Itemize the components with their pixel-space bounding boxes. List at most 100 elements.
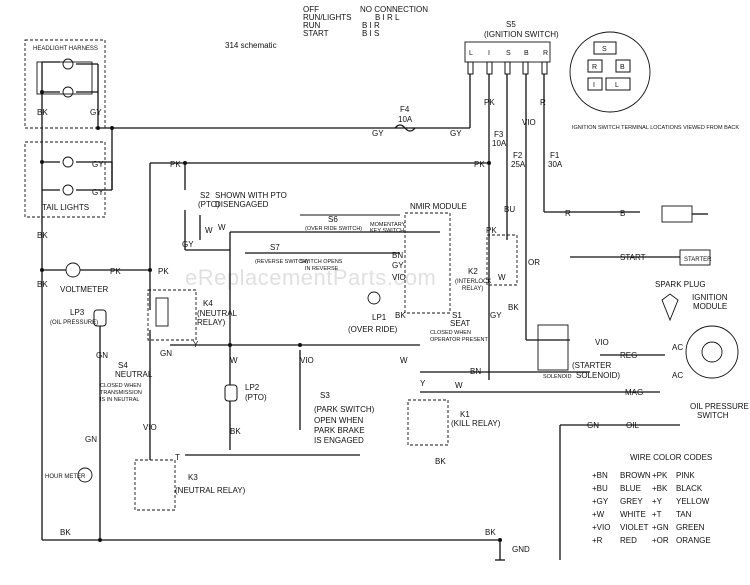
svg-text:IGNITION: IGNITION [692,293,728,302]
legend-right: +PK PINK +BK BLACK +Y YELLOW +T TAN +GN … [652,471,711,545]
svg-text:OPEN WHEN: OPEN WHEN [314,416,364,425]
svg-text:S: S [506,50,511,57]
svg-text:WHITE: WHITE [620,510,646,519]
hour-meter: HOUR METER [45,467,93,483]
svg-text:OR: OR [528,258,540,267]
svg-text:BU: BU [504,205,515,214]
svg-text:BROWN: BROWN [620,471,651,480]
svg-text:MOMENTARY: MOMENTARY [370,222,406,228]
svg-text:SHOWN WITH PTO: SHOWN WITH PTO [215,191,287,200]
svg-text:L: L [615,82,619,89]
svg-text:25A: 25A [511,160,526,169]
svg-text:W: W [205,226,213,235]
svg-text:BK: BK [37,231,48,240]
schematic-title: 314 schematic [225,41,277,50]
s7-reverse-switch: S7 (REVERSE SWITCH) SWITCH OPENS IN REVE… [255,243,343,272]
svg-text:S1: S1 [452,311,462,320]
svg-text:SEAT: SEAT [450,319,470,328]
svg-text:BK: BK [230,427,241,436]
svg-text:BLACK: BLACK [676,484,703,493]
s3-park-switch: S3 (PARK SWITCH) OPEN WHEN PARK BRAKE IS… [314,391,375,445]
svg-text:(NEUTRAL: (NEUTRAL [197,309,238,318]
svg-text:LP2: LP2 [245,383,260,392]
svg-text:GN: GN [96,351,108,360]
svg-text:(IGNITION SWITCH): (IGNITION SWITCH) [484,30,559,39]
lp2-pto-lamp: LP2 (PTO) [224,383,267,402]
svg-text:BK: BK [435,457,446,466]
oil-pressure-switch: OIL PRESSURE SWITCH [690,402,749,420]
svg-text:NEUTRAL: NEUTRAL [115,370,153,379]
svg-text:I: I [488,50,490,57]
svg-text:W: W [218,223,226,232]
svg-text:B I R L: B I R L [375,13,400,22]
svg-text:GY: GY [450,129,462,138]
svg-text:F4: F4 [400,105,410,114]
svg-text:RED: RED [620,536,637,545]
svg-text:(PTO): (PTO) [198,200,220,209]
svg-text:CLOSED WHEN: CLOSED WHEN [100,383,141,389]
svg-text:K1: K1 [460,410,470,419]
svg-text:(REVERSE SWITCH): (REVERSE SWITCH) [255,259,308,265]
svg-text:GN: GN [160,349,172,358]
svg-text:AC: AC [672,371,683,380]
wire-labels: GY GY PK VIO R PK PK BK BK PK PK BU R B … [37,98,643,537]
starter-solenoid: SOLENOID (STARTER SOLENOID) [537,324,620,380]
svg-text:B I S: B I S [362,29,379,38]
svg-text:VIO: VIO [143,423,157,432]
svg-text:STARTER: STARTER [684,257,712,263]
svg-text:W: W [230,356,238,365]
svg-text:GN: GN [587,421,599,430]
svg-text:HOUR METER: HOUR METER [45,474,86,480]
svg-text:IGNITION SWITCH TERMINAL LOCAT: IGNITION SWITCH TERMINAL LOCATIONS VIEWE… [572,125,739,131]
svg-text:GND: GND [512,545,530,554]
svg-text:VIO: VIO [300,356,314,365]
svg-text:OFF: OFF [303,5,319,14]
svg-text:IN REVERSE: IN REVERSE [305,266,339,272]
ignition-back-view: S R B I L IGNITION SWITCH TERMINAL LOCAT… [569,31,739,131]
svg-text:RELAY): RELAY) [462,286,483,292]
svg-text:+T: +T [652,510,662,519]
spark-plug: SPARK PLUG [655,280,706,322]
lp3-oil-pressure-lamp: LP3 (OIL PRESSURE) [50,308,107,327]
svg-text:+GN: +GN [652,523,669,532]
svg-text:VOLTMETER: VOLTMETER [60,285,109,294]
wire-color-codes-legend: WIRE COLOR CODES +BN BROWN +BU BLUE +GY … [592,453,712,545]
svg-text:VIO: VIO [392,273,406,282]
svg-text:K2: K2 [468,267,478,276]
svg-text:GREY: GREY [620,497,643,506]
svg-text:START: START [303,29,329,38]
headlight-harness: HEADLIGHT HARNESS BK GY [24,39,106,129]
svg-text:PK: PK [170,160,181,169]
svg-text:PK: PK [158,267,169,276]
svg-text:R: R [543,50,548,57]
svg-text:W: W [498,273,506,282]
svg-text:B: B [620,209,625,218]
svg-text:S6: S6 [328,215,338,224]
svg-text:S4: S4 [118,361,128,370]
svg-text:ORANGE: ORANGE [676,536,711,545]
k2-interlock-relay: K2 (INTERLOCK RELAY) PK [455,226,518,292]
svg-text:BK: BK [37,280,48,289]
svg-text:(INTERLOCK: (INTERLOCK [455,279,491,285]
svg-text:SOLENOID: SOLENOID [543,374,571,380]
svg-text:RUN/LIGHTS: RUN/LIGHTS [303,13,351,22]
svg-text:I: I [593,82,595,89]
svg-text:(OIL PRESSURE): (OIL PRESSURE) [50,320,98,326]
battery [661,205,708,223]
svg-text:T: T [175,453,180,462]
svg-text:NO CONNECTION: NO CONNECTION [360,5,428,14]
svg-text:BN: BN [470,367,481,376]
fuse-f3: F3 10A [492,130,507,148]
nmir-module: NMIR MODULE BN GY VIO [392,202,467,314]
svg-text:W: W [400,356,408,365]
svg-text:+GY: +GY [592,497,609,506]
fuse-f1: F1 30A [548,151,563,169]
svg-text:LP3: LP3 [70,308,85,317]
svg-text:F2: F2 [513,151,523,160]
svg-text:B: B [524,50,529,57]
svg-text:SPARK PLUG: SPARK PLUG [655,280,706,289]
svg-text:OIL: OIL [626,421,639,430]
svg-text:+PK: +PK [652,471,668,480]
svg-text:K3: K3 [188,473,198,482]
